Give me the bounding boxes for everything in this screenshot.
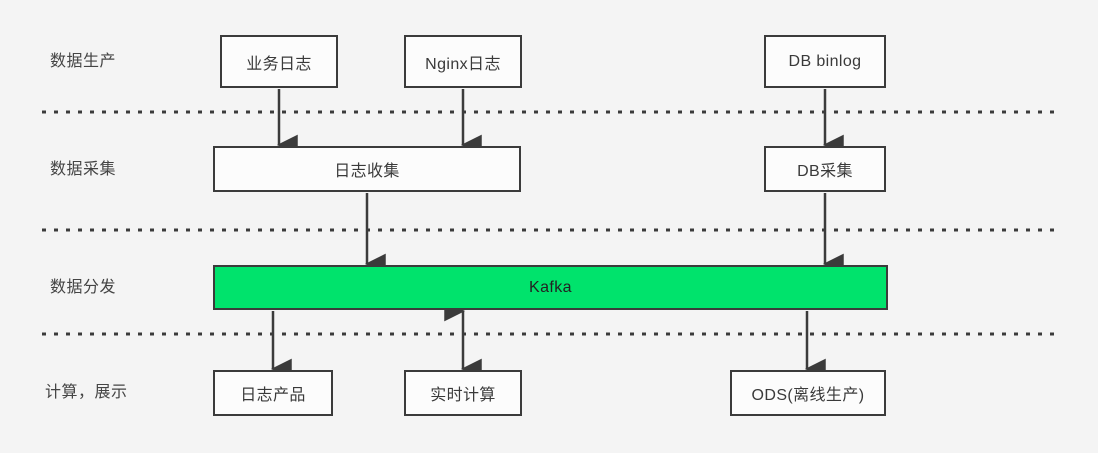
node-ods-offline[interactable]: ODS(离线生产) bbox=[730, 370, 886, 416]
row-label-collect: 数据采集 bbox=[50, 161, 117, 178]
node-kafka[interactable]: Kafka bbox=[213, 265, 888, 310]
node-nginx-log[interactable]: Nginx日志 bbox=[404, 35, 522, 88]
node-log-product[interactable]: 日志产品 bbox=[213, 370, 333, 416]
divider-lines bbox=[42, 110, 1058, 336]
connector-arrows bbox=[270, 89, 844, 380]
row-label-produce: 数据生产 bbox=[50, 53, 117, 70]
node-log-collect[interactable]: 日志收集 bbox=[213, 146, 521, 192]
node-business-log[interactable]: 业务日志 bbox=[220, 35, 338, 88]
row-label-compute: 计算，展示 bbox=[45, 384, 128, 401]
node-realtime-compute[interactable]: 实时计算 bbox=[404, 370, 522, 416]
node-db-binlog[interactable]: DB binlog bbox=[764, 35, 886, 88]
row-label-distribute: 数据分发 bbox=[50, 279, 117, 296]
node-db-collect[interactable]: DB采集 bbox=[764, 146, 886, 192]
